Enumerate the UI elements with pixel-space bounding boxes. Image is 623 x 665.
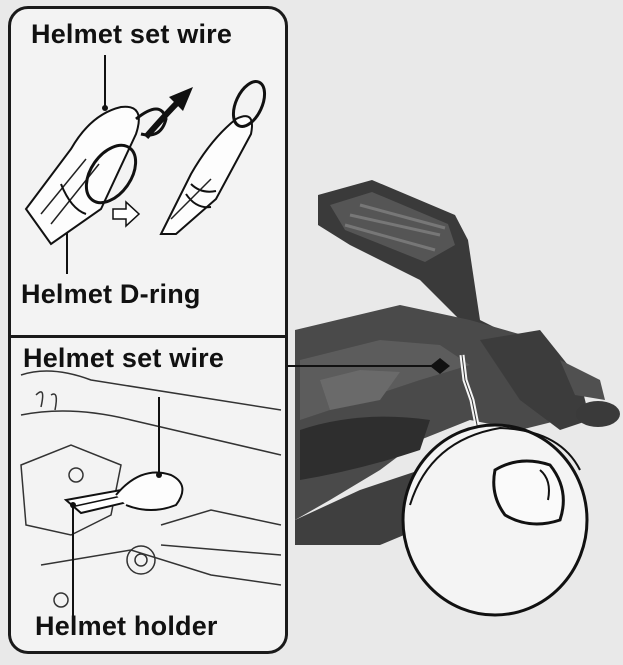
helmet-set-wire-label-top: Helmet set wire <box>31 19 232 50</box>
helmet-holder-illustration <box>11 335 288 654</box>
helmet-d-ring-label: Helmet D-ring <box>21 279 201 310</box>
instruction-panel: Helmet set wire Helmet D-ring Helmet set… <box>8 6 288 654</box>
helmet-set-wire-label-bottom: Helmet set wire <box>23 343 224 374</box>
curved-arrow-icon <box>146 101 179 137</box>
helmet-holder-label: Helmet holder <box>35 611 218 642</box>
hollow-arrow-icon <box>113 202 139 226</box>
